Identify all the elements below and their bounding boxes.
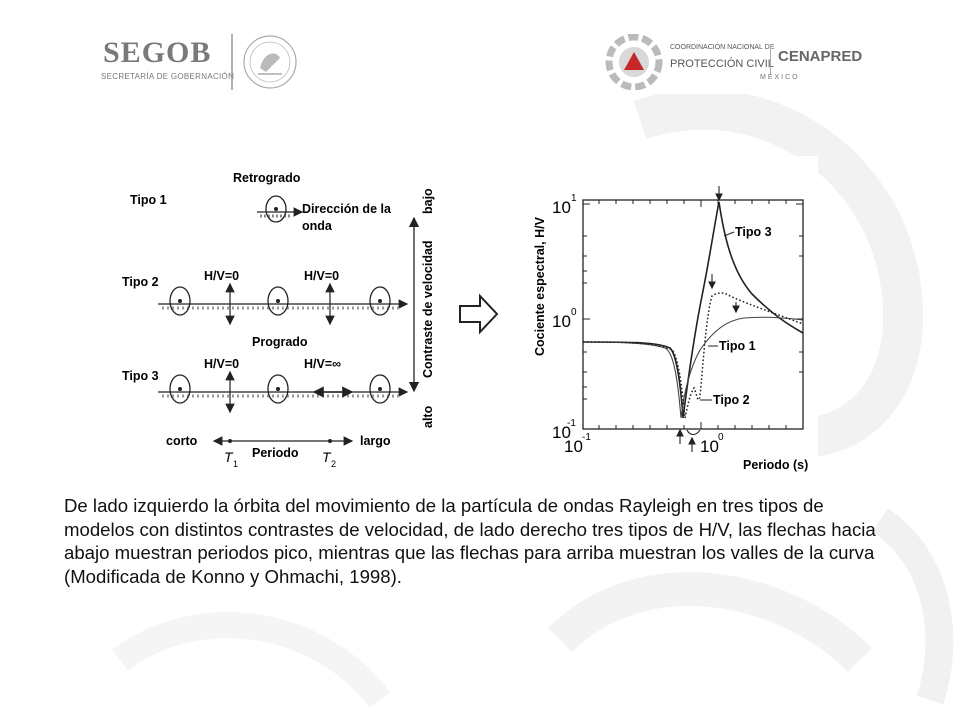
cenapred-emblem-icon xyxy=(605,34,663,90)
contraste-label: Contraste de velocidad xyxy=(421,240,435,378)
hv0-label-b: H/V=0 xyxy=(304,269,339,283)
tipo2-row xyxy=(158,282,409,326)
proteccion-civil-text: PROTECCIÓN CIVIL xyxy=(670,58,774,70)
chart-xlabel: Periodo (s) xyxy=(743,458,808,472)
cenapred-name: CENAPRED xyxy=(778,48,863,65)
t1-subscript: 1 xyxy=(233,459,238,469)
x-tick-0: 10 0 xyxy=(700,432,724,456)
cenapred-logo: COORDINACIÓN NACIONAL DE PROTECCIÓN CIVI… xyxy=(600,30,882,94)
hv0-label-a: H/V=0 xyxy=(204,269,239,283)
y-tick-minus1: 10 -1 xyxy=(552,418,576,442)
segob-logo: SEGOB SECRETARÍA DE GOBERNACIÓN xyxy=(95,28,305,98)
alto-label: alto xyxy=(421,405,435,428)
svg-text:10: 10 xyxy=(700,437,719,456)
corto-label: corto xyxy=(166,434,198,448)
progrado-label: Progrado xyxy=(252,335,308,349)
plot-frame xyxy=(582,199,804,430)
tipo1-label: Tipo 1 xyxy=(130,193,167,207)
svg-text:-1: -1 xyxy=(582,432,591,443)
y-tick-0: 10 0 xyxy=(552,307,577,331)
segob-name: SEGOB xyxy=(103,36,212,69)
x-tick-minus1: 10 -1 xyxy=(564,432,591,456)
valley-arrows xyxy=(676,428,701,452)
svg-text:1: 1 xyxy=(571,193,577,204)
right-chart: Cociente espectral, H/V 10 1 10 0 10 -1 … xyxy=(498,156,818,474)
tipo3-row xyxy=(158,370,409,414)
hvinf-label: H/V=∞ xyxy=(304,357,341,371)
tipo3-label: Tipo 3 xyxy=(122,369,159,383)
coordinacion-text: COORDINACIÓN NACIONAL DE xyxy=(670,44,775,51)
tipo2-label: Tipo 2 xyxy=(122,275,159,289)
chart-label-tipo2: Tipo 2 xyxy=(713,393,750,407)
chart-ylabel: Cociente espectral, H/V xyxy=(533,216,547,356)
svg-text:10: 10 xyxy=(564,437,583,456)
direccion-label-1: Dirección de la xyxy=(302,202,392,216)
hv0-label-c: H/V=0 xyxy=(204,357,239,371)
transition-arrow-icon xyxy=(459,293,499,335)
bajo-label: bajo xyxy=(421,188,435,214)
left-diagram: Retrogrado Tipo 1 Dirección de la onda T… xyxy=(112,156,442,472)
tipo3-leader xyxy=(723,231,735,237)
figure: Retrogrado Tipo 1 Dirección de la onda T… xyxy=(112,156,818,474)
figure-caption: De lado izquierdo la órbita del movimien… xyxy=(64,495,876,587)
svg-text:10: 10 xyxy=(552,198,571,217)
svg-text:0: 0 xyxy=(718,432,724,443)
mexico-seal-icon xyxy=(231,34,297,90)
chart-label-tipo1: Tipo 1 xyxy=(719,339,756,353)
retrogrado-label: Retrogrado xyxy=(233,171,301,185)
y-tick-1: 10 1 xyxy=(552,193,577,217)
svg-text:-1: -1 xyxy=(567,418,576,429)
curve-tipo2 xyxy=(582,292,804,419)
curve-tipo3 xyxy=(582,201,804,419)
periodo-label: Periodo xyxy=(252,446,299,460)
tipo1-orbit xyxy=(257,195,304,223)
direccion-label-2: onda xyxy=(302,219,333,233)
t2-subscript: 2 xyxy=(331,459,336,469)
peak-arrows xyxy=(708,186,740,314)
axis-ticks xyxy=(583,200,803,429)
chart-label-tipo3: Tipo 3 xyxy=(735,225,772,239)
segob-subtitle: SECRETARÍA DE GOBERNACIÓN xyxy=(101,72,235,81)
svg-text:10: 10 xyxy=(552,312,571,331)
mexico-text: MÉXICO xyxy=(760,74,800,81)
svg-text:0: 0 xyxy=(571,307,577,318)
t2-label: T xyxy=(322,449,332,465)
largo-label: largo xyxy=(360,434,391,448)
t1-label: T xyxy=(224,449,234,465)
svg-text:10: 10 xyxy=(552,423,571,442)
logo-divider xyxy=(770,44,771,74)
